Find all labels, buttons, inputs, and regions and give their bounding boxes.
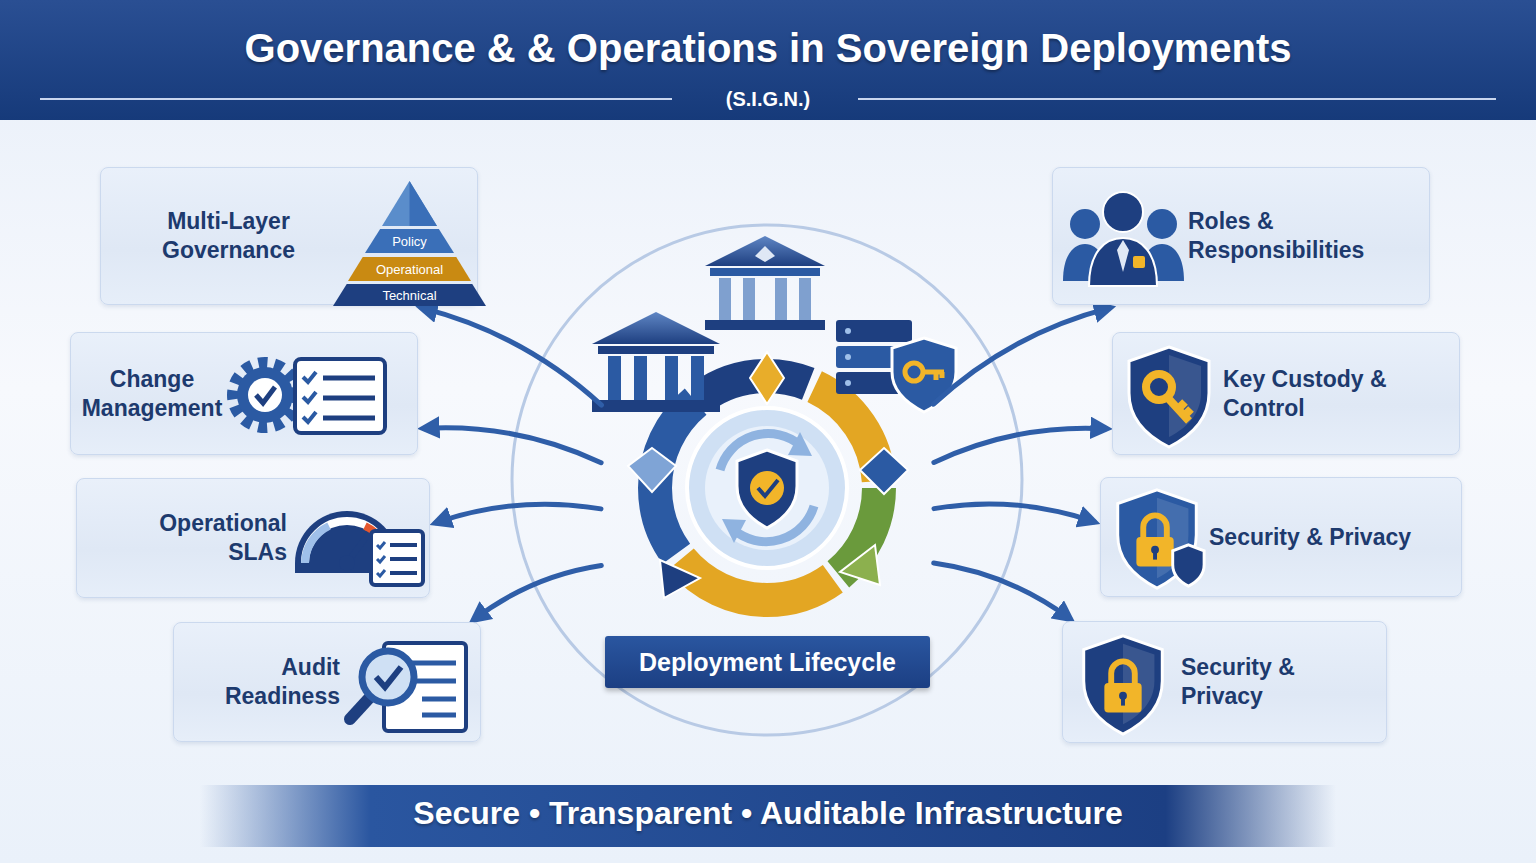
header-band	[0, 0, 1536, 120]
pyramid-tier: Policy	[365, 229, 454, 253]
tier-label: Technical	[382, 288, 436, 303]
government-building	[592, 312, 720, 412]
pyramid-tier: Technical	[333, 284, 486, 306]
cycle-arrowhead	[722, 519, 746, 543]
caption-text: Secure • Transparent • Auditable Infrast…	[0, 795, 1536, 832]
hub-arrow	[424, 428, 601, 463]
text-area: Multi-Layer Governance	[121, 168, 336, 304]
topic-label: Roles & Responsibilities	[1188, 207, 1420, 265]
topic-box: Multi-Layer Governance PolicyOperationalT…	[100, 167, 478, 305]
topic-icon	[1107, 484, 1207, 592]
hub-arrow	[436, 504, 601, 523]
ring-diamond	[628, 448, 676, 492]
title-text: Governance & & Operations in Sovereign D…	[0, 26, 1536, 71]
topic-box: Change Management	[70, 332, 418, 455]
cycle-arrowhead	[788, 432, 812, 456]
topic-icon	[223, 345, 393, 445]
hub-arrow	[934, 563, 1070, 619]
hub-arrow	[934, 308, 1110, 404]
inner-disc	[705, 426, 829, 550]
topic-icon	[1119, 341, 1219, 451]
text-area: Change Management	[79, 333, 225, 454]
topic-label: Operational SLAs	[97, 509, 287, 567]
topic-box: Security & Privacy	[1062, 621, 1387, 743]
ring-arrowhead	[660, 560, 700, 598]
band-label: Deployment Lifecycle	[639, 648, 896, 677]
topic-icon	[289, 493, 429, 588]
center-check-disc	[750, 471, 784, 505]
subtitle-rule	[40, 98, 672, 100]
hub-arrow	[422, 308, 602, 405]
topic-label: Multi-Layer Governance	[121, 207, 336, 265]
topic-icon	[1073, 630, 1173, 738]
topic-box: Roles & Responsibilities	[1052, 167, 1430, 305]
subtitle-label: (S.I.G.N.)	[0, 88, 1536, 111]
topic-icon	[342, 629, 472, 737]
hub-arrow	[934, 504, 1094, 522]
tier-label: Policy	[392, 234, 427, 249]
topic-box: Audit Readiness	[173, 622, 481, 742]
ring-diamond	[860, 448, 908, 494]
text-area: Operational SLAs	[97, 479, 287, 597]
topic-icon	[1061, 186, 1186, 291]
text-area: Roles & Responsibilities	[1188, 168, 1420, 304]
text-area: Security & Privacy	[1209, 478, 1449, 596]
hub-arrow	[934, 428, 1106, 462]
topic-label: Change Management	[79, 365, 225, 423]
subtitle-rule	[858, 98, 1496, 100]
government-building	[705, 236, 825, 330]
topic-box: Security & Privacy	[1100, 477, 1462, 597]
tier-label: Operational	[376, 262, 443, 277]
center-shield	[737, 450, 797, 528]
topic-box: Operational SLAs	[76, 478, 430, 598]
lifecycle-hub: Deployment Lifecycle	[605, 250, 930, 700]
ring-diamond	[750, 352, 784, 404]
hub-arrow	[474, 566, 601, 620]
topic-label: Security & Privacy	[1209, 523, 1411, 552]
text-area: Key Custody & Control	[1223, 333, 1451, 454]
orbit-ring	[512, 225, 1022, 735]
text-area: Audit Readiness	[182, 623, 340, 741]
topic-box: Key Custody & Control	[1112, 332, 1460, 455]
ring-arrowhead	[840, 545, 880, 585]
topic-label: Key Custody & Control	[1223, 365, 1451, 423]
text-area: Security & Privacy	[1181, 622, 1377, 742]
pyramid-tier: Operational	[348, 257, 471, 281]
center-check	[758, 480, 778, 496]
lifecycle-band: Deployment Lifecycle	[605, 636, 930, 688]
topic-label: Security & Privacy	[1181, 653, 1377, 711]
pyramid-apex	[333, 181, 486, 231]
topic-label: Audit Readiness	[182, 653, 340, 711]
inner-disc	[687, 408, 847, 568]
